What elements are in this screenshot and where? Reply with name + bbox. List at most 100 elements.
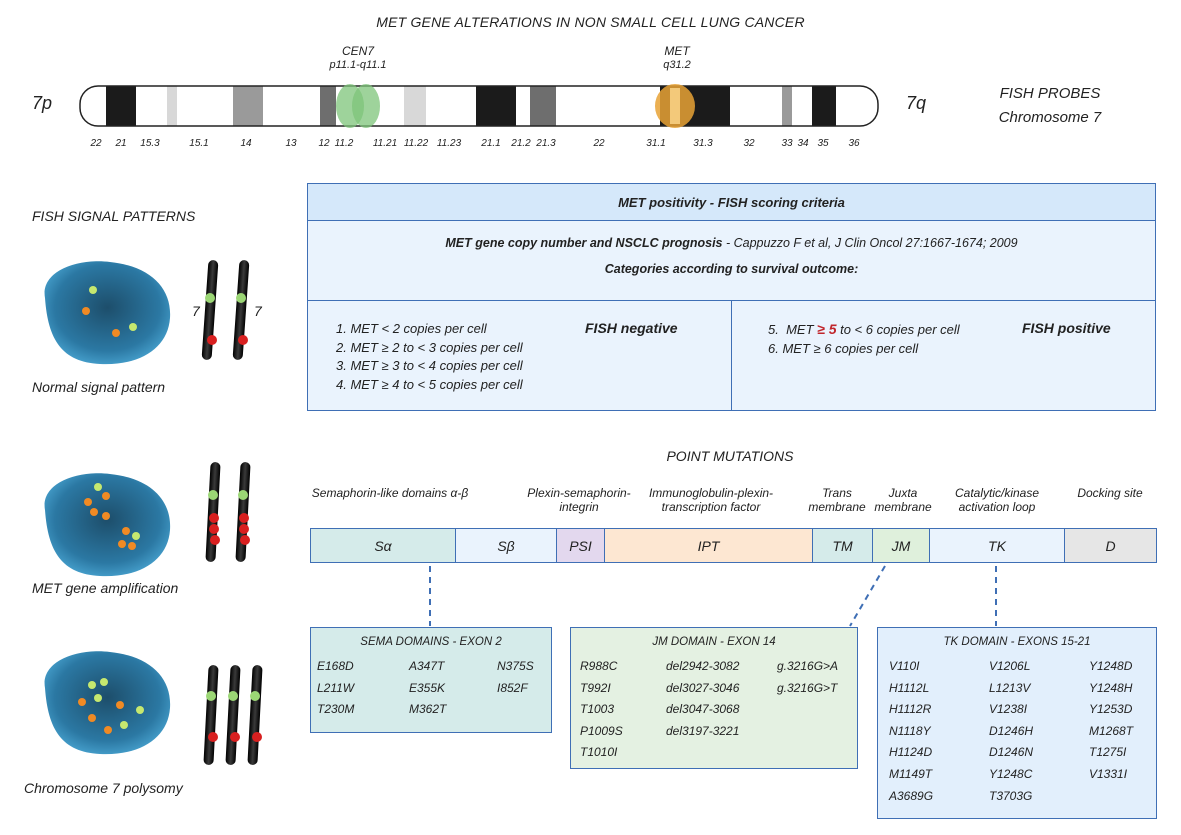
met-probe-label: MET q31.2 xyxy=(637,44,717,72)
mutation-item: V1331I xyxy=(1089,766,1128,781)
scoring-criteria-table: MET positivity - FISH scoring criteria M… xyxy=(307,183,1156,411)
sema-mutations-box: SEMA DOMAINS - EXON 2 E168D L211W T230M … xyxy=(310,627,552,733)
met-name: MET xyxy=(664,44,690,58)
amplification-chromosome-pair xyxy=(205,462,251,562)
band-label: 36 xyxy=(848,138,860,149)
positive-item-5-prefix: 5. MET xyxy=(768,322,818,337)
band-label: 31.1 xyxy=(646,138,666,149)
negative-item-2: 2. MET ≥ 2 to < 3 copies per cell xyxy=(336,339,523,355)
band-label: 15.1 xyxy=(189,138,209,149)
psi-title-line2: integrin xyxy=(559,500,599,514)
mutation-item: A3689G xyxy=(889,788,934,803)
psi-domain-title: Plexin-semaphorin- integrin xyxy=(527,486,630,514)
negative-item-1: 1. MET < 2 copies per cell xyxy=(336,321,487,336)
mutation-item: P1009S xyxy=(580,723,623,738)
study-title: MET gene copy number and NSCLC prognosis xyxy=(445,236,723,250)
sema-box-title: SEMA DOMAINS - EXON 2 xyxy=(360,636,502,648)
band-11-22 xyxy=(404,86,426,126)
mutation-item: T1275I xyxy=(1089,745,1127,760)
segment-jm: JM xyxy=(872,528,930,563)
band-33 xyxy=(782,86,792,126)
negative-criteria-list: 1. MET < 2 copies per cell 2. MET ≥ 2 to… xyxy=(336,320,523,394)
mutation-item: T992I xyxy=(580,680,611,695)
mutation-item: T1003 xyxy=(580,702,615,717)
band-21-3 xyxy=(530,86,556,126)
positive-item-5-suffix: to < 6 copies per cell xyxy=(836,322,960,337)
segment-sb: Sβ xyxy=(455,528,557,563)
band-35 xyxy=(812,86,836,126)
amplification-cell xyxy=(44,473,171,577)
tk-title-line2: activation loop xyxy=(958,500,1036,514)
cen7-band: p11.1-q11.1 xyxy=(329,59,387,71)
mutation-item: g.3216G>T xyxy=(777,680,838,695)
mutation-item: D1246N xyxy=(989,745,1034,760)
tk-col-3: Y1248D Y1248H Y1253D M1268T T1275I V1331… xyxy=(1089,656,1133,786)
mutation-item: T3703G xyxy=(989,788,1033,803)
segment-tm: TM xyxy=(812,528,873,563)
p-arm-label: 7p xyxy=(32,93,53,113)
negative-item-3: 3. MET ≥ 3 to < 4 copies per cell xyxy=(336,358,523,373)
mutation-item: M362T xyxy=(409,702,447,717)
band-label: 11.23 xyxy=(436,138,462,149)
mutation-item: Y1248H xyxy=(1089,680,1133,695)
mutation-item: L211W xyxy=(317,680,355,695)
band-label: 31.3 xyxy=(693,138,713,149)
fish-probes-title: FISH PROBES Chromosome 7 xyxy=(960,82,1140,130)
band-label: 11.2 xyxy=(334,138,354,149)
band-12 xyxy=(320,86,336,126)
tk-mutations-box: TK DOMAIN - EXONS 15-21 V110I H1112L H11… xyxy=(877,627,1157,819)
tk-title-line1: Catalytic/kinase xyxy=(954,486,1040,500)
tk-domain-title: Catalytic/kinase activation loop xyxy=(955,486,1039,514)
sema-domain-title: Semaphorin-like domains α-β xyxy=(311,486,469,500)
jm-box-title: JM DOMAIN - EXON 14 xyxy=(652,636,776,648)
mutation-item: H1124D xyxy=(889,745,933,760)
segment-d: D xyxy=(1064,528,1157,563)
mutation-item: g.3216G>A xyxy=(777,659,839,673)
jm-mutations-box: JM DOMAIN - EXON 14 R988C T992I T1003 P1… xyxy=(570,627,858,769)
q-arm-label: 7q xyxy=(906,93,927,113)
band-label: 34 xyxy=(797,138,809,149)
band-label: 22 xyxy=(593,138,605,149)
mutation-item: del2942-3082 xyxy=(666,659,740,673)
normal-cell xyxy=(44,261,171,365)
categories-label: Categories according to survival outcome… xyxy=(604,262,859,276)
band-21 xyxy=(106,86,136,126)
mutation-item: A347T xyxy=(409,659,445,673)
cen7-probe-marker-right xyxy=(352,84,380,128)
mutation-item: T1010I xyxy=(580,745,618,760)
band-label: 21.1 xyxy=(481,138,501,149)
band-15-3 xyxy=(167,86,177,126)
mutation-item: E168D xyxy=(317,659,354,673)
polysomy-cell xyxy=(44,651,171,755)
mutation-item: D1246H xyxy=(989,723,1034,738)
polysomy-chromosome-triplet xyxy=(203,665,263,765)
tk-col-2: V1206L L1213V V1238I D1246H D1246N Y1248… xyxy=(989,656,1033,807)
cen7-probe-label: CEN7 p11.1-q11.1 xyxy=(318,44,398,72)
mutation-item: H1112R xyxy=(889,702,932,717)
ipt-title-line1: Immunoglobulin-plexin- xyxy=(648,486,774,500)
tk-box-title: TK DOMAIN - EXONS 15-21 xyxy=(943,636,1091,648)
chrom-label-right: 7 xyxy=(254,303,262,319)
mutation-item: V110I xyxy=(889,659,920,673)
band-label: 33 xyxy=(781,138,793,149)
tm-title-line1: Trans xyxy=(822,486,852,500)
tm-title-line2: membrane xyxy=(808,500,866,514)
criteria-header: MET positivity - FISH scoring criteria xyxy=(308,184,1155,221)
band-label: 11.22 xyxy=(403,138,429,149)
jm-connector xyxy=(849,565,886,627)
fish-positive-label: FISH positive xyxy=(1022,320,1111,336)
mutation-item: I852F xyxy=(497,680,528,695)
band-label: 14 xyxy=(240,138,252,149)
study-citation: MET gene copy number and NSCLC prognosis… xyxy=(308,236,1155,250)
tm-domain-title: Trans membrane xyxy=(808,486,865,514)
psi-title-line1: Plexin-semaphorin- xyxy=(527,486,631,500)
ipt-domain-title: Immunoglobulin-plexin- transcription fac… xyxy=(649,486,773,514)
mutation-item: N375S xyxy=(497,659,534,673)
jm-col-2: del2942-3082 del3027-3046 del3047-3068 d… xyxy=(666,656,739,742)
fish-probes-line2: Chromosome 7 xyxy=(998,109,1102,126)
mutation-item: M1149T xyxy=(889,766,933,781)
band-label: 32 xyxy=(743,138,755,149)
band-label: 21.2 xyxy=(511,138,531,149)
sema-col-2: A347T E355K M362T xyxy=(409,656,446,721)
d-domain-title: Docking site xyxy=(1077,486,1143,500)
